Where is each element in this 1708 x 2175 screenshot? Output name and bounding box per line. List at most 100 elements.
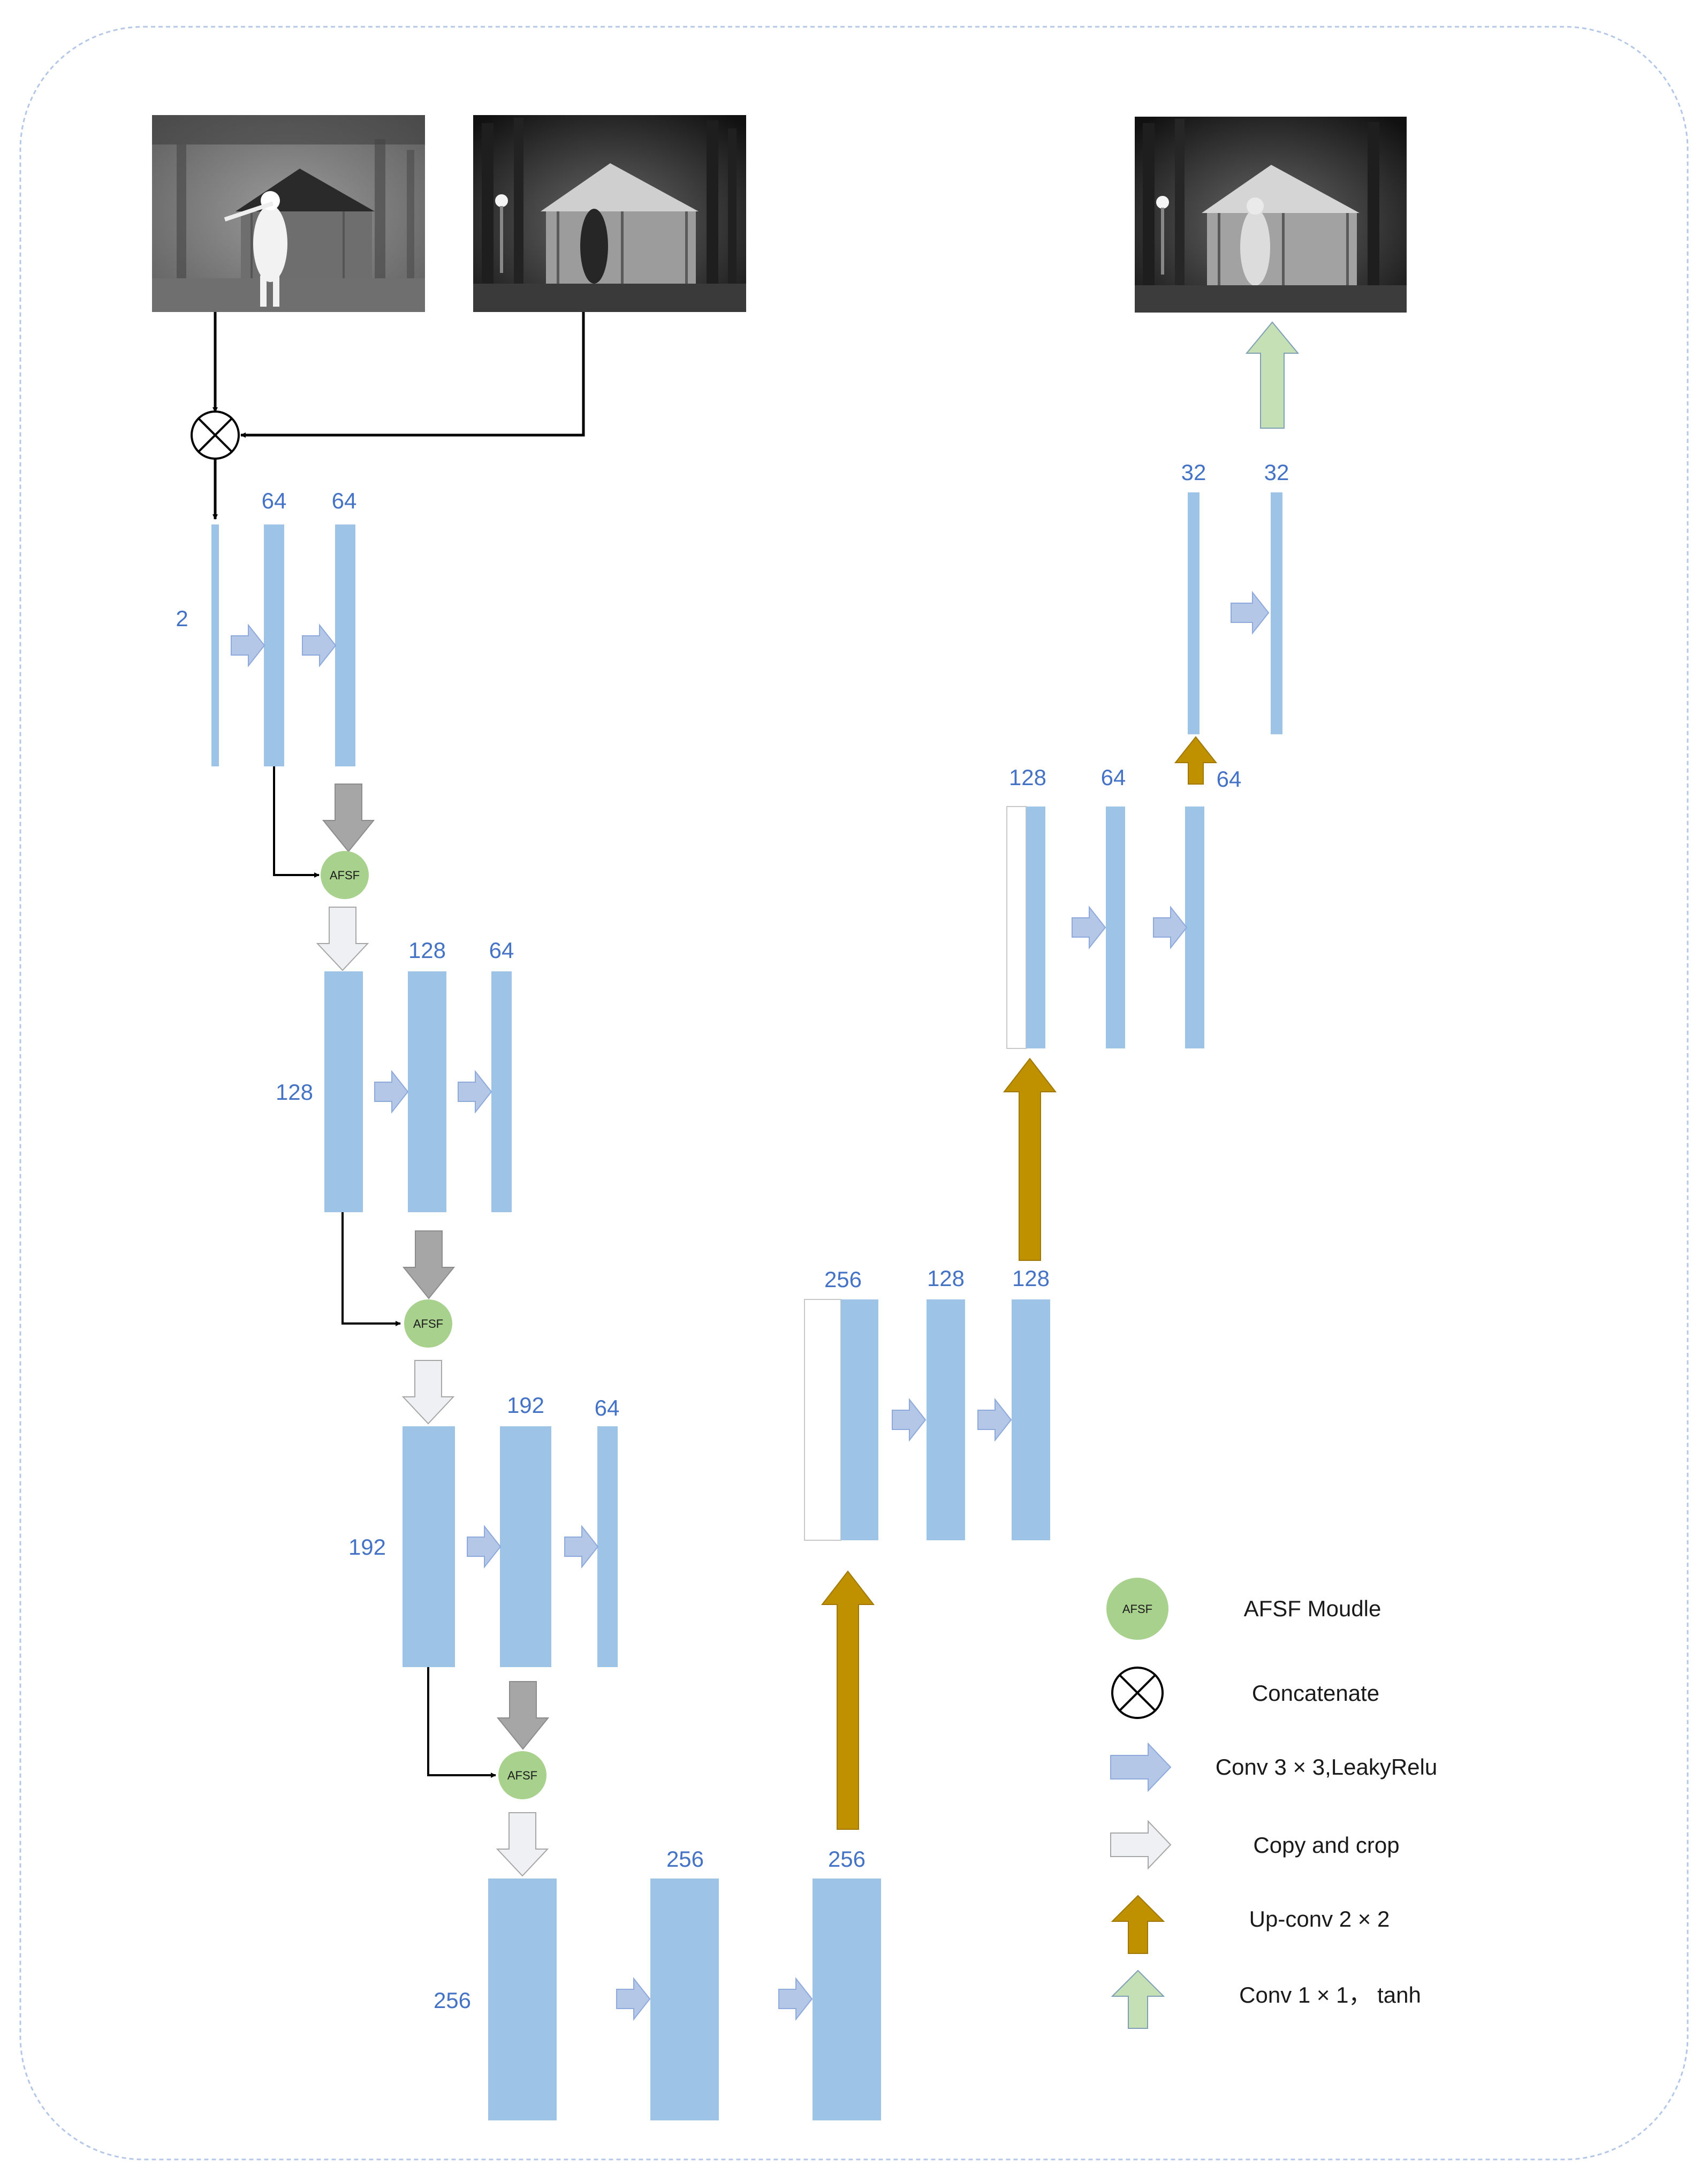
downsample-arrows <box>322 784 550 1750</box>
feature-map-enc2-b <box>408 971 446 1212</box>
feature-map-dec2-b <box>1106 807 1125 1048</box>
diagram-frame <box>19 26 1689 2161</box>
afsf-modules: AFSF AFSF AFSF <box>321 851 546 1799</box>
fused-image <box>1135 117 1407 313</box>
channel-label: 64 <box>332 488 357 513</box>
copy-crop-arrows <box>316 907 549 1877</box>
infrared-image <box>152 115 425 312</box>
feature-map-dec3-a <box>1188 492 1200 734</box>
feature-map-dec2-crop <box>1006 806 1027 1049</box>
afsf-module-3 <box>498 1751 546 1799</box>
conv-arrow <box>467 1525 502 1569</box>
feature-map-dec3-b <box>1271 492 1282 734</box>
legend-label: Concatenate <box>1252 1680 1379 1706</box>
copy-crop-arrow <box>401 1360 455 1425</box>
afsf-module-icon <box>1106 1578 1168 1640</box>
channel-label: 256 <box>434 1988 471 2013</box>
channel-label: 128 <box>1009 765 1046 790</box>
conv-arrow <box>1153 906 1188 949</box>
downsample-arrow <box>496 1681 550 1750</box>
feature-map-bottleneck-a <box>488 1879 557 2120</box>
downsample-arrow <box>402 1230 456 1299</box>
channel-label: 32 <box>1264 460 1289 485</box>
conv-arrow <box>892 1398 927 1442</box>
afsf-module-label: AFSF <box>507 1769 537 1782</box>
feature-map-input <box>211 524 219 766</box>
feature-map-bottleneck-b <box>650 1879 719 2120</box>
concatenate-icon <box>1111 1667 1164 1719</box>
conv-arrow <box>977 1398 1012 1442</box>
conv-arrow <box>231 623 265 667</box>
visible-image <box>473 115 746 312</box>
feature-maps <box>211 492 1282 2120</box>
feature-map-enc3-c <box>597 1426 618 1667</box>
feature-map-dec1-a <box>841 1299 878 1540</box>
legend: AFSF AFSF Moudle Concatenate Conv 3 × 3,… <box>1106 1578 1437 2029</box>
legend-afsf-icon-label: AFSF <box>1122 1602 1152 1616</box>
input-connectors <box>212 312 585 520</box>
feature-map-enc2-a <box>324 971 363 1212</box>
upconv-arrow <box>821 1570 875 1830</box>
channel-label: 256 <box>666 1846 704 1872</box>
legend-label: Conv 3 × 3,LeakyRelu <box>1216 1754 1437 1779</box>
channel-labels: 2 64 64 128 128 64 192 192 64 256 256 25… <box>176 460 1289 2013</box>
concatenate-node <box>191 410 240 460</box>
feature-map-dec2-a <box>1026 807 1045 1048</box>
feature-map-dec1-c <box>1012 1299 1050 1540</box>
channel-label: 2 <box>176 606 188 631</box>
skip-connectors <box>273 766 496 1778</box>
channel-label: 64 <box>1217 766 1242 792</box>
copy-crop-arrow <box>316 907 369 971</box>
conv-arrow <box>778 1977 813 2021</box>
afsf-module-label: AFSF <box>330 869 360 882</box>
conv-arrows <box>231 591 1270 2021</box>
feature-map-enc1-b <box>335 524 355 766</box>
channel-label: 64 <box>1101 765 1126 790</box>
legend-label: Up-conv 2 × 2 <box>1249 1906 1390 1931</box>
conv-arrow <box>1072 906 1106 949</box>
legend-label: AFSF Moudle <box>1244 1596 1381 1621</box>
legend-label: Conv 1 × 1， tanh <box>1239 1982 1421 2007</box>
feature-map-dec1-crop <box>804 1299 841 1541</box>
upconv-arrow-icon <box>1111 1895 1165 1954</box>
channel-label: 256 <box>828 1846 866 1872</box>
feature-map-dec1-b <box>927 1299 965 1540</box>
channel-label: 192 <box>507 1393 544 1418</box>
conv-arrow-icon <box>1110 1742 1172 1792</box>
conv-arrow <box>374 1070 409 1114</box>
conv-arrow <box>564 1525 599 1569</box>
channel-label: 128 <box>927 1266 965 1291</box>
channel-label: 64 <box>595 1395 620 1420</box>
conv-arrow <box>302 623 337 667</box>
upconv-arrow <box>1003 1058 1057 1261</box>
afsf-module-2 <box>404 1299 452 1348</box>
copy-crop-arrow <box>496 1812 549 1877</box>
feature-map-dec2-c <box>1185 807 1204 1048</box>
channel-label: 64 <box>262 488 287 513</box>
downsample-arrow <box>322 784 375 853</box>
afsf-module-1 <box>321 851 369 899</box>
final-conv-arrow-icon <box>1111 1969 1165 2029</box>
channel-label: 128 <box>1012 1266 1050 1291</box>
upconv-arrow <box>1174 736 1218 785</box>
channel-label: 192 <box>348 1534 386 1560</box>
upconv-arrows <box>821 736 1218 1830</box>
channel-label: 128 <box>276 1079 313 1105</box>
conv-arrow <box>1231 591 1270 635</box>
legend-label: Copy and crop <box>1253 1832 1399 1858</box>
conv-arrow <box>458 1070 492 1114</box>
feature-map-enc3-a <box>403 1426 455 1667</box>
channel-label: 128 <box>408 938 446 963</box>
final-conv-arrow <box>1245 321 1300 429</box>
conv-arrow <box>616 1977 651 2021</box>
afsf-module-label: AFSF <box>413 1317 443 1330</box>
channel-label: 32 <box>1181 460 1206 485</box>
channel-label: 256 <box>824 1267 862 1292</box>
feature-map-enc3-b <box>500 1426 551 1667</box>
feature-map-enc1-a <box>264 524 284 766</box>
channel-label: 64 <box>489 938 514 963</box>
feature-map-enc2-c <box>491 971 512 1212</box>
feature-map-bottleneck-c <box>813 1879 881 2120</box>
copy-crop-arrow-icon <box>1110 1820 1172 1870</box>
